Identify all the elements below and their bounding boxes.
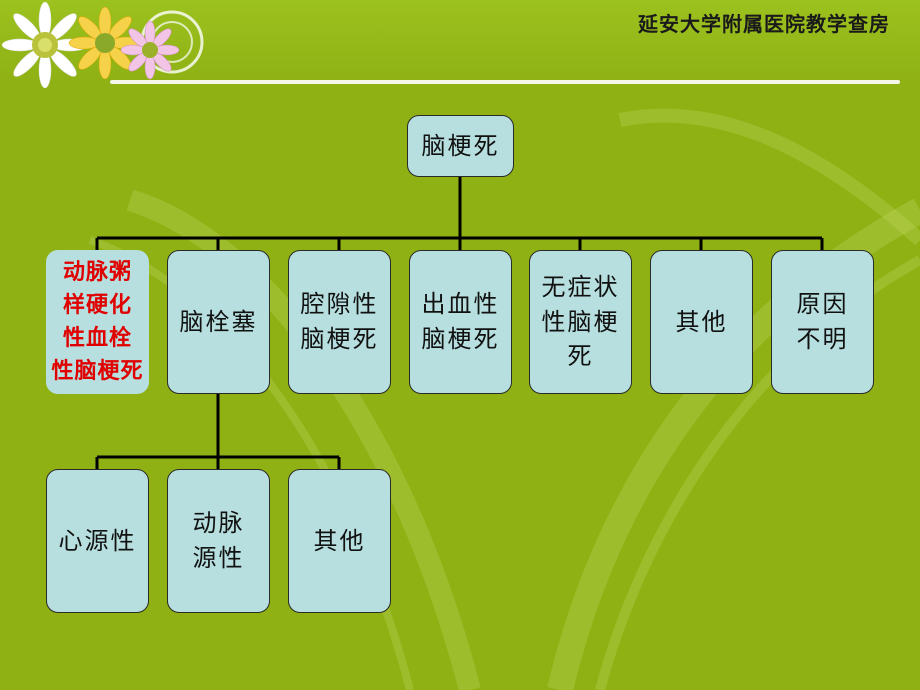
node-unknown-cause: 原因 不明	[771, 250, 874, 394]
node-hemorrhagic: 出血性 脑梗死	[409, 250, 512, 394]
node-lacunar: 腔隙性 脑梗死	[288, 250, 391, 394]
node-atherosclerotic-label: 动脉粥 样硬化 性血栓 性脑梗死	[51, 260, 144, 384]
white-daisy-icon	[1, 1, 89, 89]
flower-decoration	[1, 1, 204, 89]
node-embolism-other-label: 其他	[313, 526, 366, 555]
node-cardiogenic-label: 心源性	[58, 526, 137, 555]
node-other-label: 其他	[675, 307, 728, 336]
node-hemorrhagic-label: 出血性 脑梗死	[421, 290, 500, 353]
node-cardiogenic: 心源性	[46, 469, 149, 613]
node-other: 其他	[650, 250, 753, 394]
pink-daisy-icon	[120, 20, 180, 80]
node-arteriogenic: 动脉 源性	[167, 469, 270, 613]
page-title: 延安大学附属医院教学查房	[638, 12, 890, 36]
node-asymptomatic-label: 无症状 性脑梗 死	[541, 272, 620, 371]
node-embolism-label: 脑栓塞	[179, 307, 258, 336]
node-unknown-cause-label: 原因 不明	[796, 290, 849, 353]
node-asymptomatic: 无症状 性脑梗 死	[529, 250, 632, 394]
node-embolism: 脑栓塞	[167, 250, 270, 394]
node-lacunar-label: 腔隙性 脑梗死	[300, 290, 379, 353]
root-node: 脑梗死	[407, 115, 514, 177]
node-arteriogenic-label: 动脉 源性	[192, 509, 245, 572]
node-atherosclerotic-thrombotic: 动脉粥 样硬化 性血栓 性脑梗死	[46, 250, 149, 394]
root-node-label: 脑梗死	[421, 131, 500, 160]
header-divider-line	[110, 80, 900, 84]
node-embolism-other: 其他	[288, 469, 391, 613]
